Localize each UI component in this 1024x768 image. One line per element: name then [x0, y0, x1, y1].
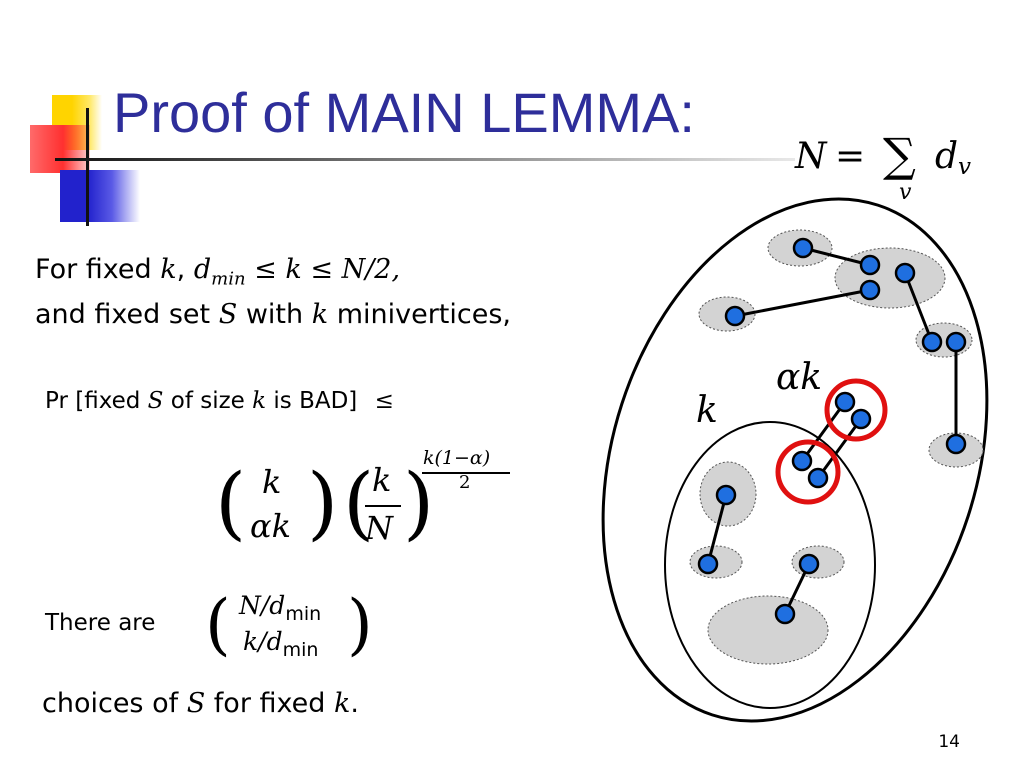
title-decoration-red [30, 125, 90, 173]
line1-le1: ≤ [254, 254, 277, 285]
node [724, 305, 746, 327]
inner-ellipse [664, 421, 876, 709]
formula-n-term: d [935, 136, 959, 177]
line2-S: S [218, 299, 238, 330]
line1-rhs: N/2, [341, 254, 401, 285]
choices-line-S: S [186, 688, 206, 719]
formula-n-term-sub: v [958, 154, 971, 180]
diagram-label-alpha-k: αk [776, 357, 823, 398]
binom-bottom: αk [250, 507, 291, 545]
choices-prefix: There are [45, 610, 156, 636]
line1-d-sub: min [211, 268, 246, 290]
formula-n-eq: = [835, 136, 866, 177]
outer-ellipse [601, 197, 989, 723]
prob-S: S [147, 388, 164, 414]
edge [802, 246, 871, 267]
choices-bottom-sub: min [282, 639, 319, 661]
choices-bottom-main: k/d [243, 627, 283, 656]
red-ring-alpha-k [824, 378, 888, 442]
line2-mid: with [245, 299, 304, 330]
edge [816, 418, 863, 479]
choices-top-sub: min [285, 603, 322, 625]
node [715, 484, 737, 506]
node [791, 450, 813, 472]
title-underline [55, 158, 795, 161]
formula-n-sum: N = ∑ v d v [795, 128, 995, 205]
exponent-numerator: k(1−α) [423, 447, 491, 469]
prob-pr: Pr [45, 388, 68, 414]
prob-bracket-open: [fixed [75, 388, 141, 414]
node [792, 237, 814, 259]
node [859, 279, 881, 301]
binom-left-paren: ( [215, 456, 247, 549]
line2-prefix: and fixed set [35, 299, 211, 330]
node [798, 553, 820, 575]
frac-denominator: N [365, 509, 393, 547]
choices-binomial: ( N/dmin k/dmin ) [205, 585, 375, 670]
formula-n-sum-symbol: ∑ [883, 128, 916, 182]
line2-suffix: minivertices, [336, 299, 511, 330]
choices-line-end: . [350, 688, 359, 719]
blob [707, 595, 829, 665]
choices-top-main: N/d [239, 591, 286, 620]
line1-d: d [193, 254, 212, 285]
choices-line-k: k [334, 688, 351, 719]
text-line-2: and fixed set S with k minivertices, [35, 299, 511, 330]
choices-line: choices of S for fixed k. [42, 688, 359, 719]
formula-n-sum-index: v [899, 180, 912, 205]
line2-k: k [311, 299, 329, 330]
text-line-1: For fixed k, dmin ≤ k ≤ N/2, [35, 254, 400, 289]
line1-prefix: For fixed [35, 254, 152, 285]
choices-line-prefix: choices of [42, 688, 179, 719]
node [697, 553, 719, 575]
edge [734, 288, 871, 318]
line1-comma: , [176, 254, 186, 285]
node [859, 254, 881, 276]
node [807, 467, 829, 489]
choices-bottom: k/dmin [243, 627, 318, 661]
prob-k: k [252, 388, 267, 414]
title-decoration-blue [60, 170, 140, 222]
formula-n-lhs: N [795, 136, 827, 177]
blob [834, 247, 946, 309]
probability-line: Pr [fixed S of size k is BAD] ≤ [45, 388, 394, 414]
frac-left-paren: ( [343, 456, 375, 549]
prob-le: ≤ [374, 388, 394, 414]
choices-right-paren: ) [347, 586, 373, 663]
red-ring-k [775, 439, 841, 505]
edge [903, 272, 934, 343]
node [774, 603, 796, 625]
line1-k2: k [285, 254, 302, 285]
node [921, 331, 943, 353]
frac-bar [365, 505, 401, 507]
edge [800, 401, 847, 462]
choices-left-paren: ( [205, 586, 231, 663]
ring-group [775, 378, 888, 505]
choices-top: N/dmin [239, 591, 321, 625]
page-number: 14 [938, 732, 960, 752]
bound-formula: ( k αk ) ( k N ) k(1−α) 2 [215, 445, 535, 555]
line1-le2: ≤ [310, 254, 333, 285]
exponent-denominator: 2 [459, 472, 471, 493]
exponent-bar [422, 472, 510, 474]
slide-title: Proof of MAIN LEMMA: [113, 81, 695, 144]
line1-k: k [160, 254, 177, 285]
node [945, 331, 967, 353]
edge [706, 494, 728, 565]
title-decoration-vertical-line [86, 108, 89, 226]
node-group [697, 237, 967, 625]
binom-top: k [262, 463, 282, 501]
frac-right-paren: ) [403, 456, 435, 549]
binom-right-paren: ) [307, 456, 339, 549]
diagram-label-k: k [696, 390, 718, 431]
prob-mid: of size [170, 388, 245, 414]
choices-line-mid: for fixed [213, 688, 326, 719]
prob-bracket-close: is BAD] [273, 388, 358, 414]
node [850, 408, 872, 430]
node [834, 391, 856, 413]
node [945, 433, 967, 455]
node [894, 262, 916, 284]
frac-numerator: k [372, 461, 392, 499]
